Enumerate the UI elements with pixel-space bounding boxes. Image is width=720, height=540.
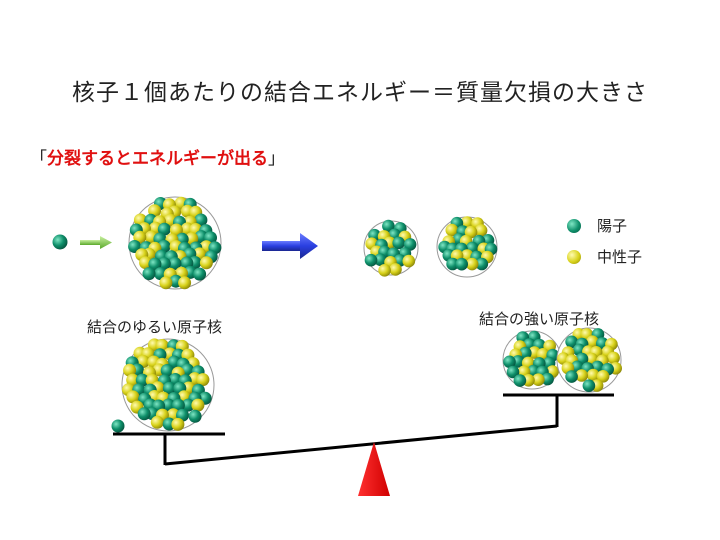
large-nucleus-on-scale [121,338,215,432]
proton-sphere [582,379,596,393]
neutron-sphere [474,224,488,237]
proton-sphere [513,374,527,387]
neutron-sphere [607,351,620,365]
proton-sphere [565,335,578,349]
proton-sphere [392,236,406,250]
neutron-sphere [123,363,137,377]
fragment-on-scale-left [502,330,562,390]
neutron-sphere [586,335,599,349]
proton-sphere [157,222,171,236]
neutron-sphere [199,256,213,270]
proton-sphere [142,267,156,281]
neutron-sphere [196,373,210,387]
proton-sphere [161,398,175,412]
incoming-particle [52,234,68,250]
subtitle-open-bracket: 「 [30,149,47,169]
proton-sphere [446,257,459,271]
proton-sphere [364,253,378,267]
neutron-sphere [150,415,164,429]
neutron-sphere [465,257,479,271]
proton-sphere [168,257,182,270]
proton-sphere [541,372,554,386]
proton-sphere [157,257,171,271]
proton-sphere [148,257,162,271]
proton-sphere [519,346,532,360]
neutron-sphere [596,370,610,383]
small-arrow [80,236,112,249]
fragment-on-scale-right [556,327,622,393]
weak-nucleus-label: 結合のゆるい原子核 [87,318,223,336]
legend-neutron: 中性子 [567,246,642,267]
fragment-nucleus-right [436,216,498,278]
page-title: 核子１個あたりの結合エネルギー＝質量欠損の大きさ [72,80,648,106]
proton-sphere [503,355,516,369]
neutron-sphere [178,276,192,290]
neutron-sphere [586,368,600,382]
neutron-sphere [575,369,588,382]
proton-sphere [455,257,469,271]
legend-proton-label: 陽子 [597,217,628,235]
large-nucleus-top [128,196,222,290]
proton-sphere [188,409,202,423]
subtitle-close-bracket: 」 [268,149,285,169]
neutron-sphere [532,373,545,387]
neutron-sphere [169,223,183,237]
fragment-nucleus-left [363,219,419,277]
stray-particle [111,419,125,433]
fulcrum-triangle [358,442,390,496]
legend-proton: 陽子 [567,215,627,236]
neutron-sphere [159,276,173,290]
proton-sphere [181,398,195,412]
neutron-icon [567,249,581,264]
neutron-sphere [171,417,185,431]
proton-sphere [162,381,176,395]
legend-neutron-label: 中性子 [597,248,643,266]
subtitle: 「分裂するとエネルギーが出る」 [30,144,285,169]
balance-scale [113,393,614,496]
proton-sphere [565,370,578,383]
subtitle-highlight: 分裂するとエネルギーが出る [47,149,268,169]
proton-sphere [171,398,185,412]
proton-sphere [160,364,174,377]
neutron-sphere [378,264,391,277]
neutron-sphere [191,398,205,412]
proton-sphere [475,257,489,271]
proton-sphere [137,407,151,421]
proton-sphere [382,219,395,233]
neutron-sphere [402,254,416,268]
neutron-sphere [126,390,140,404]
proton-sphere [194,213,208,227]
beam [164,424,558,466]
proton-sphere [193,267,207,281]
fission-arrow [262,233,318,259]
neutron-sphere [445,223,459,237]
proton-icon [567,218,581,233]
proton-sphere [506,365,520,379]
strong-nucleus-label: 結合の強い原子核 [479,310,600,328]
neutron-sphere [389,263,402,276]
proton-sphere [374,253,387,266]
